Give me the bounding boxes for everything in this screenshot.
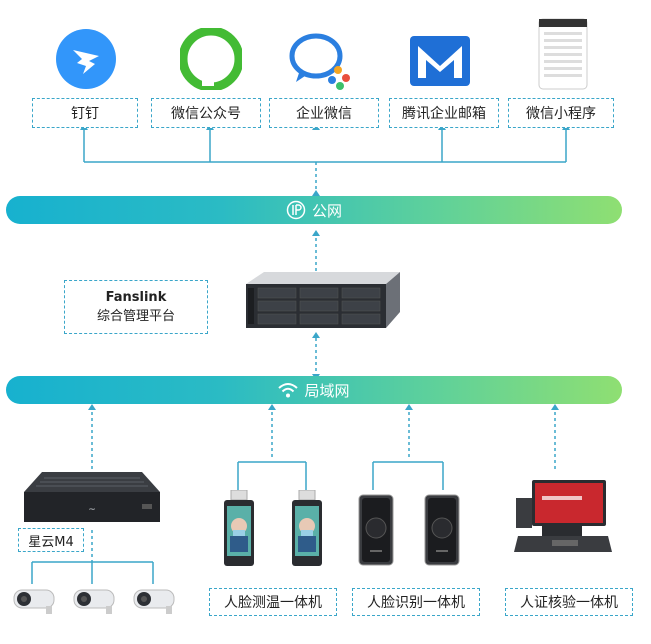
face-temp-label: 人脸测温一体机	[209, 588, 337, 616]
app-label-wecom: 企业微信	[269, 98, 379, 128]
svg-text:~: ~	[88, 505, 96, 515]
wecom-icon	[288, 30, 352, 90]
wifi-icon	[278, 383, 299, 398]
lan-bar: 局域网	[6, 376, 622, 404]
camera-icon	[70, 584, 120, 616]
app-label-wechat-official: 微信公众号	[151, 98, 261, 128]
ip-icon	[286, 200, 306, 220]
wechat-official-account-icon	[178, 26, 244, 92]
app-label-dingtalk: 钉钉	[32, 98, 138, 128]
platform-label: Fanslink 综合管理平台	[64, 280, 208, 334]
camera-icon	[130, 584, 180, 616]
face-temperature-terminal-icon	[290, 489, 324, 570]
m4-label: 星云M4	[18, 528, 84, 552]
app-label-miniprogram: 微信小程序	[508, 98, 614, 128]
dingtalk-icon	[55, 28, 117, 90]
id-verification-terminal-icon	[512, 476, 612, 560]
server-icon	[236, 272, 400, 334]
tencent-exmail-icon	[410, 36, 470, 86]
wechat-miniprogram-icon	[538, 18, 588, 90]
platform-name: Fanslink	[105, 290, 167, 305]
face-recog-label: 人脸识别一体机	[352, 588, 480, 616]
face-temperature-terminal-icon	[222, 489, 256, 570]
app-label-exmail: 腾讯企业邮箱	[389, 98, 499, 128]
id-verify-label: 人证核验一体机	[505, 588, 633, 616]
public-network-label: 公网	[311, 201, 342, 220]
face-recognition-terminal-icon	[424, 494, 460, 566]
edge-box-icon: ~	[22, 470, 162, 526]
platform-subtitle: 综合管理平台	[96, 309, 175, 324]
camera-icon	[10, 584, 60, 616]
public-network-bar: 公网	[6, 196, 622, 224]
face-recognition-terminal-icon	[358, 494, 394, 566]
lan-label: 局域网	[304, 381, 350, 400]
